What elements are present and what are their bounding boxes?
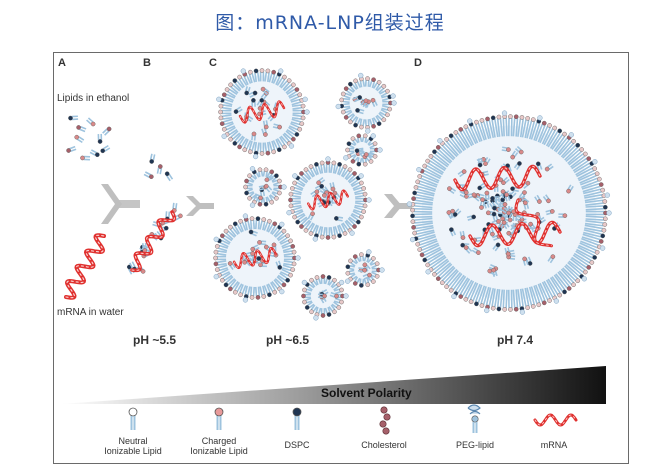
panel-c-particle-6 [301, 274, 349, 321]
dspc-icon [292, 407, 302, 430]
legend-label-mrna: mRNA [540, 440, 568, 450]
legend-label-cholesterol: Cholesterol [361, 440, 407, 450]
panel-c-particle-8 [343, 133, 383, 167]
panel-c-particle-1 [216, 68, 310, 160]
mrna-in-water-label: mRNA in water [57, 307, 124, 318]
legend-label-dspc: DSPC [284, 440, 310, 450]
panel-c-particle-7 [344, 249, 385, 288]
solvent-polarity-wedge [60, 366, 606, 404]
panel-c-particle-3 [243, 166, 287, 208]
panel-a-label: A [58, 57, 66, 69]
ph-label-d: pH 7.4 [497, 333, 534, 347]
mrna-icon [533, 413, 578, 427]
panel-d-label: D [414, 57, 422, 69]
panel-c-particle-5 [213, 213, 301, 303]
panel-b-label: B [143, 57, 151, 69]
arrow-a-to-b [101, 184, 140, 224]
panel-c-particle-4 [286, 156, 372, 242]
ph-label-b: pH ~5.5 [133, 333, 177, 347]
neutral-lipid-icon [128, 407, 138, 430]
legend-icons [128, 404, 578, 435]
figure-title: 图：mRNA-LNP组装过程 [215, 12, 445, 34]
panel-a-lipids [66, 115, 112, 161]
legend-label-peg: PEG-lipid [455, 440, 494, 450]
arrow-b-to-c [186, 196, 214, 216]
panel-c-particle-2 [335, 72, 397, 134]
charged-lipid-icon [214, 407, 224, 430]
panel-a-mrna [64, 233, 106, 300]
peg-lipid-icon [467, 404, 481, 433]
cholesterol-icon [379, 406, 391, 435]
panel-b-mrna-complex [126, 202, 183, 275]
ph-label-c: pH ~6.5 [266, 333, 310, 347]
solvent-polarity-label: Solvent Polarity [321, 386, 412, 400]
lipids-in-ethanol-label: Lipids in ethanol [57, 93, 130, 104]
panel-d-lnp [406, 110, 612, 315]
panel-b-lipids [143, 153, 174, 182]
panel-c-label: C [209, 57, 217, 69]
